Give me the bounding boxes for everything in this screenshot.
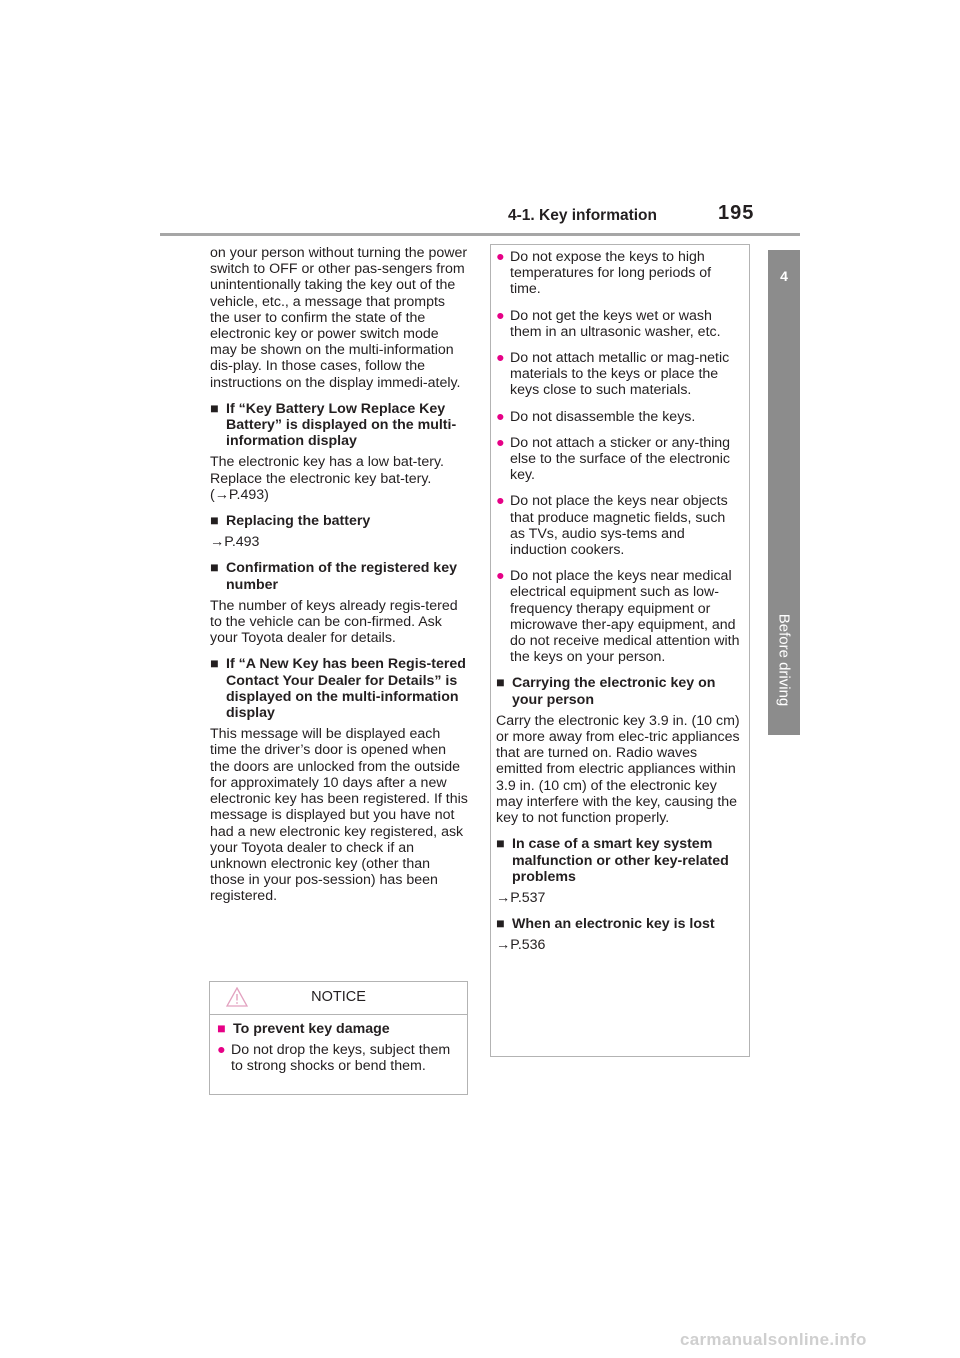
bullet-icon: ● — [496, 408, 505, 425]
square-bullet-icon: ■ — [217, 1021, 226, 1037]
list-item: ●Do not disassemble the keys. — [496, 408, 696, 425]
square-bullet-icon: ■ — [210, 400, 219, 417]
list-item: ●Do not place the keys near objects that… — [496, 493, 728, 559]
section-title: 4-1. Key information — [508, 207, 657, 224]
page-reference: →P.537 — [496, 889, 546, 906]
watermark: carmanualsonline.info — [680, 1330, 867, 1349]
square-bullet-icon: ■ — [210, 513, 219, 530]
notice-heading: ■To prevent key damage — [217, 1021, 390, 1037]
chapter-number: 4 — [780, 268, 788, 284]
section-heading: ■If “A New Key has been Regis-tered Cont… — [210, 656, 466, 722]
section-heading: ■Replacing the battery — [210, 513, 371, 530]
bullet-icon: ● — [217, 1042, 226, 1059]
page-reference: →P.536 — [496, 937, 546, 954]
section-heading: ■Carrying the electronic key on your per… — [496, 675, 716, 708]
list-item: ●Do not expose the keys to high temperat… — [496, 249, 712, 298]
bullet-icon: ● — [496, 307, 505, 324]
notice-title: NOTICE — [311, 989, 366, 1005]
warning-icon — [226, 987, 248, 1007]
right-column: ●Do not expose the keys to high temperat… — [496, 249, 742, 964]
notice-header: NOTICE — [210, 982, 467, 1015]
intro-paragraph: on your person without turning the power… — [210, 245, 468, 391]
square-bullet-icon: ■ — [496, 836, 505, 853]
bullet-icon: ● — [496, 568, 505, 585]
header-rule — [160, 233, 800, 236]
list-item: ●Do not get the keys wet or wash them in… — [496, 307, 721, 340]
section-body: Carry the electronic key 3.9 in. (10 cm)… — [496, 712, 740, 827]
section-heading: ■When an electronic key is lost — [496, 916, 715, 933]
notice-continuation-box — [490, 244, 750, 1057]
square-bullet-icon: ■ — [210, 560, 219, 577]
left-column: on your person without turning the power… — [210, 245, 468, 915]
section-heading: ■In case of a smart key system malfuncti… — [496, 836, 729, 885]
chapter-label: Before driving — [775, 613, 793, 707]
page-number: 195 — [718, 202, 755, 224]
bullet-icon: ● — [496, 350, 505, 367]
bullet-icon: ● — [496, 493, 505, 510]
section-body: The number of keys already regis-tered t… — [210, 597, 458, 647]
page-reference: →P.493 — [210, 534, 260, 551]
bullet-icon: ● — [496, 249, 505, 265]
section-body: The electronic key has a low bat-tery. R… — [210, 454, 444, 503]
bullet-icon: ● — [496, 434, 505, 451]
notice-body: ■To prevent key damage ●Do not drop the … — [210, 1015, 467, 1075]
notice-bullet: ●Do not drop the keys, subject them to s… — [217, 1042, 451, 1075]
square-bullet-icon: ■ — [496, 916, 505, 933]
notice-box: NOTICE ■To prevent key damage ●Do not dr… — [209, 981, 468, 1095]
list-item: ●Do not attach a sticker or any-thing el… — [496, 434, 731, 484]
list-item: ●Do not attach metallic or mag-netic mat… — [496, 350, 730, 399]
chapter-tab — [768, 250, 800, 735]
square-bullet-icon: ■ — [210, 656, 219, 673]
section-heading: ■Confirmation of the registered key numb… — [210, 560, 457, 593]
square-bullet-icon: ■ — [496, 675, 505, 692]
section-heading: ■If “Key Battery Low Replace Key Battery… — [210, 400, 457, 450]
section-body: This message will be displayed each time… — [210, 726, 468, 905]
list-item: ●Do not place the keys near medical elec… — [496, 568, 740, 666]
